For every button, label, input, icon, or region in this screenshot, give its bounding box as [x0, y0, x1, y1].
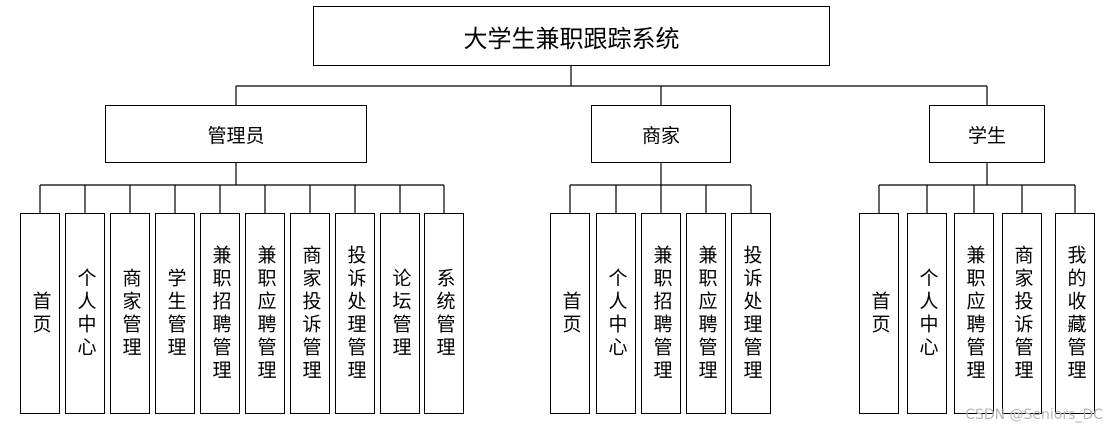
watermark: CSDN @Seniors_DC [965, 407, 1103, 423]
student-module-box: 商家投诉管理 [1002, 213, 1042, 414]
group-merchant-box: 商家 [591, 105, 731, 163]
admin-module-box: 系统管理 [424, 213, 464, 414]
merchant-module-box: 投诉处理管理 [731, 213, 771, 414]
admin-module-box: 论坛管理 [380, 213, 420, 414]
admin-module-box: 商家管理 [110, 213, 150, 414]
admin-module-box: 投诉处理管理 [335, 213, 375, 414]
student-module-box: 我的收藏管理 [1055, 213, 1095, 414]
merchant-module-box: 兼职招聘管理 [641, 213, 681, 414]
admin-module-box: 首页 [20, 213, 60, 414]
student-module-box: 兼职应聘管理 [954, 213, 994, 414]
root-title-box: 大学生兼职跟踪系统 [313, 6, 830, 66]
admin-module-box: 兼职招聘管理 [200, 213, 240, 414]
group-admin-box: 管理员 [105, 105, 367, 163]
admin-module-box: 个人中心 [65, 213, 105, 414]
admin-module-box: 学生管理 [155, 213, 195, 414]
group-student-box: 学生 [929, 105, 1045, 163]
merchant-module-box: 兼职应聘管理 [686, 213, 726, 414]
merchant-module-box: 首页 [550, 213, 590, 414]
admin-module-box: 兼职应聘管理 [245, 213, 285, 414]
admin-module-box: 商家投诉管理 [290, 213, 330, 414]
merchant-module-box: 个人中心 [596, 213, 636, 414]
student-module-box: 首页 [859, 213, 899, 414]
student-module-box: 个人中心 [907, 213, 947, 414]
